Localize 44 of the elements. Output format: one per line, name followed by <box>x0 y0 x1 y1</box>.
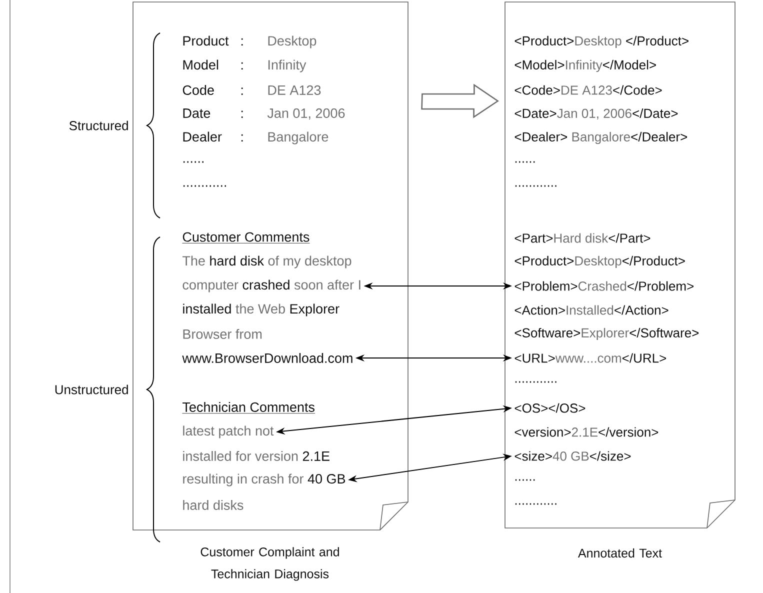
ellipsis: ...... <box>515 161 535 163</box>
comment-line: The hard disk of my desktop <box>182 256 352 268</box>
section-label: Unstructured <box>55 384 128 394</box>
tagged-line: <Date>Jan 01, 2006</Date> <box>514 108 678 120</box>
comment-line: latest patch not <box>183 426 274 438</box>
field-row: Dealer : Bangalore <box>183 132 328 144</box>
tagged-line: <Action>Installed</Action> <box>514 305 668 315</box>
field-row: Product : Desktop <box>183 36 316 48</box>
tagged-line: <Software>Explorer</Software> <box>514 328 699 340</box>
tagged-line: <Dealer> Bangalore</Dealer> <box>514 132 688 144</box>
tagged-line: <URL>www....com</URL> <box>514 353 666 363</box>
comment-line: hard disks <box>183 500 244 510</box>
document-page <box>132 2 408 530</box>
node-label: Customer Complaint and Technician Diagnosis <box>200 547 339 581</box>
field-row: Model : Infinity <box>183 60 306 72</box>
node-label: Annotated Text <box>578 548 662 558</box>
comment-line: www.BrowserDownload.com <box>182 353 352 363</box>
comment-line: resulting in crash for 40 GB <box>183 474 346 486</box>
tagged-line: <Model>Infinity</Model> <box>514 60 656 72</box>
field-row: Date : Jan 01, 2006 <box>183 108 345 120</box>
tagged-line: <Product>Desktop </Product> <box>514 36 688 48</box>
field-row: Code : DE A123 <box>182 85 321 95</box>
tagged-line: <OS></OS> <box>514 403 586 413</box>
ellipsis: ............ <box>515 503 556 505</box>
tagged-line: <Part>Hard disk</Part> <box>514 233 650 243</box>
section-heading: Technician Comments <box>182 402 316 414</box>
comment-line: installed the Web Explorer <box>183 304 340 316</box>
tagged-line: <Problem>Crashed</Problem> <box>514 281 694 291</box>
section-label: Structured <box>69 120 128 130</box>
ellipsis: ............ <box>515 185 556 187</box>
tagged-line: <version>2.1E</version> <box>514 427 658 437</box>
ellipsis: ............ <box>515 381 556 383</box>
ellipsis: ............ <box>183 185 226 187</box>
document-page <box>504 2 736 528</box>
comment-line: computer crashed soon after I <box>182 280 360 292</box>
tagged-line: <size>40 GB</size> <box>514 451 631 461</box>
ellipsis: ...... <box>515 479 535 481</box>
section-heading: Customer Comments <box>182 232 310 244</box>
ellipsis: ...... <box>183 161 204 163</box>
comment-line: Browser from <box>183 329 262 339</box>
comment-line: installed for version 2.1E <box>183 451 330 461</box>
block-arrow <box>421 84 499 118</box>
tagged-line: <Code>DE A123</Code> <box>514 85 662 95</box>
tagged-line: <Product>Desktop</Product> <box>514 256 685 268</box>
